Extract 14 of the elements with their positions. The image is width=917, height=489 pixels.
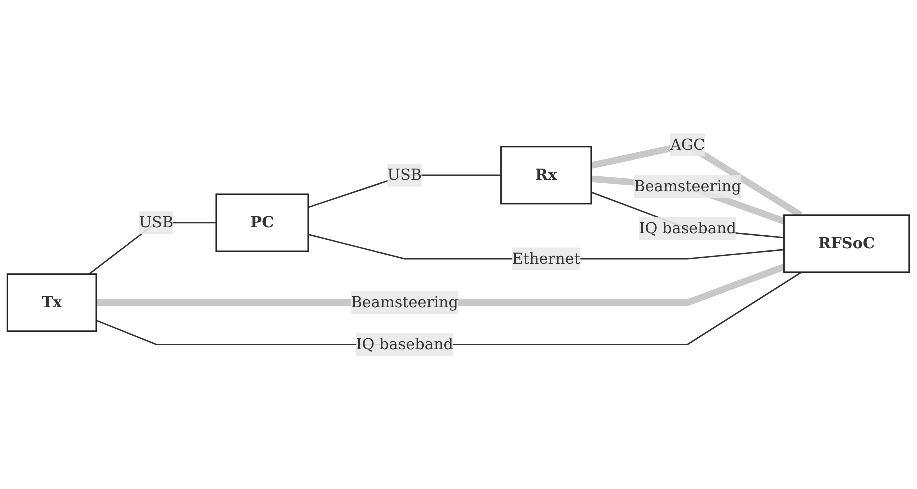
- edge-label: IQ baseband: [639, 218, 736, 237]
- node-box: Tx: [6, 273, 98, 332]
- edge-label: Ethernet: [512, 249, 580, 268]
- edge-label: IQ baseband: [356, 334, 454, 353]
- edge-label: USB: [139, 213, 174, 232]
- node-box: RFSoC: [784, 214, 910, 273]
- edge-label: AGC: [670, 135, 706, 154]
- node-box: PC: [216, 193, 310, 252]
- edge-label: Beamsteering: [351, 292, 458, 312]
- edge-label: Beamsteering: [634, 176, 742, 196]
- node-box: Rx: [500, 146, 592, 204]
- edge-label: USB: [388, 166, 422, 184]
- connector: [96, 271, 802, 346]
- connector: [591, 175, 786, 224]
